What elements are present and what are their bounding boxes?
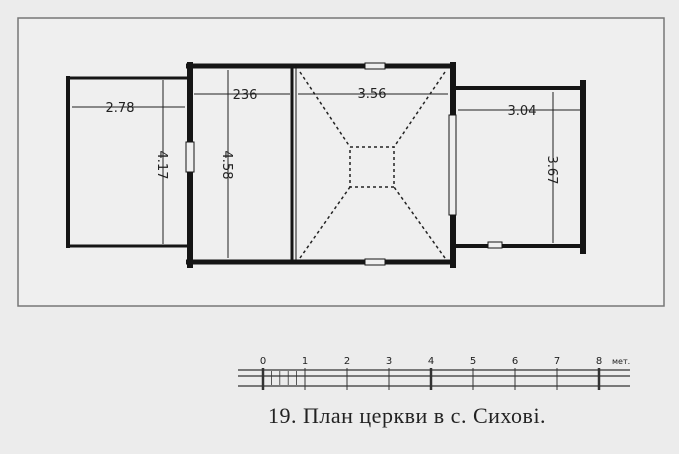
dim-sanctuary-depth: 3.67 xyxy=(544,156,559,185)
window xyxy=(364,258,386,266)
scale-tick-label: 1 xyxy=(302,356,308,367)
scale-tick-label: 2 xyxy=(344,356,350,367)
scale-tick-label: 0 xyxy=(260,356,266,367)
scale-tick-label: 8 xyxy=(596,356,602,367)
porch-wall xyxy=(68,76,188,248)
scale-tick-label: 5 xyxy=(470,356,476,367)
dim-nave-width: 3.56 xyxy=(358,87,387,102)
sanctuary-wall xyxy=(454,86,584,248)
scale-tick-label: 4 xyxy=(428,356,434,367)
window xyxy=(487,241,503,249)
dim-babinets-width: 236 xyxy=(233,88,258,103)
scale-tick-label: 3 xyxy=(386,356,392,367)
scale-bar xyxy=(238,368,630,390)
iconostasis-opening xyxy=(448,114,457,216)
dim-nave-height: 4.58 xyxy=(219,151,234,180)
figure-caption: 19. План церкви в с. Сихові. xyxy=(268,403,547,428)
nave-wall xyxy=(186,63,456,265)
dim-porch-depth: 4.17 xyxy=(154,151,169,180)
window xyxy=(364,62,386,70)
door-opening xyxy=(185,141,195,173)
dimension-lines xyxy=(72,70,580,258)
dim-porch-width: 2.78 xyxy=(106,101,135,116)
scale-tick-label: 6 xyxy=(512,356,518,367)
scale-unit: мет. xyxy=(612,357,630,366)
scale-tick-label: 7 xyxy=(554,356,560,367)
dim-sanctuary-width: 3.04 xyxy=(508,104,537,119)
